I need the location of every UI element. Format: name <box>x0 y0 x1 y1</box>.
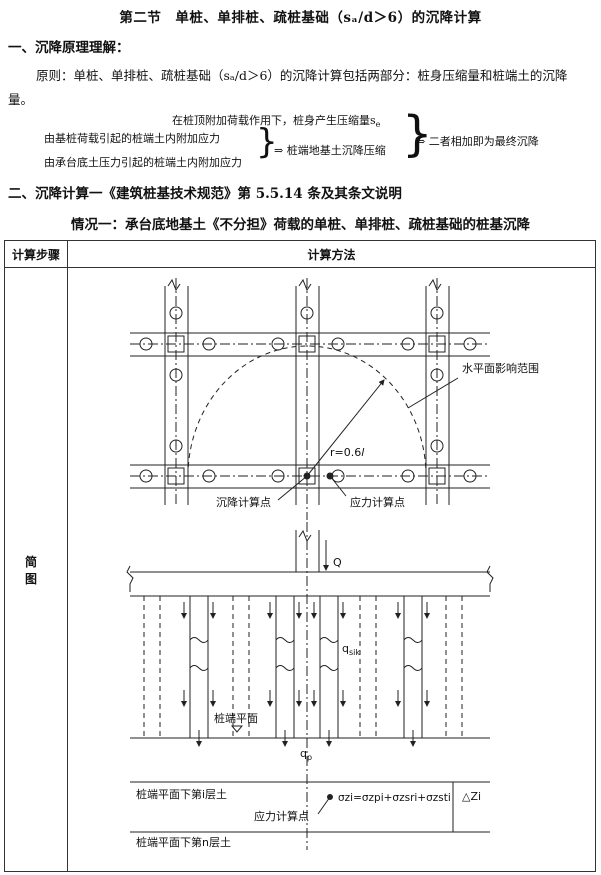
label-stress-point-2: 应力计算点 <box>254 809 309 823</box>
heading-calculation: 二、沉降计算一《建筑桩基技术规范》第 5.5.14 条及其条文说明 <box>8 186 402 202</box>
principle-mid-result: ⇒ 桩端地基土沉降压缩 <box>274 144 386 157</box>
header-step: 计算步骤 <box>4 240 68 268</box>
label-settlement-point: 沉降计算点 <box>216 495 271 509</box>
principle-pile-line: 由基桩荷载引起的桩端土内附加应力 <box>44 132 220 145</box>
piles <box>189 595 423 739</box>
label-influence-range: 水平面影响范围 <box>462 361 539 375</box>
label-radius: r=0.6l <box>330 446 364 459</box>
case-title: 情况一：承台底地基土《不分担》荷载的单桩、单排桩、疏桩基础的桩基沉降 <box>71 217 530 233</box>
section-view <box>126 522 494 850</box>
calculation-table: 计算步骤 计算方法 简 图 <box>4 240 596 872</box>
label-delta-z: △Zi <box>462 790 481 803</box>
label-layer-i: 桩端平面下第i层土 <box>136 787 227 801</box>
heading-principle: 一、沉降原理理解： <box>8 40 130 56</box>
label-sigma-formula: σzi=σzpi+σzsri+σzsti <box>338 792 451 804</box>
principle-final-result: ⇒ 二者相加即为最终沉降 <box>416 135 539 148</box>
label-pile-tip-plane: 桩端平面 <box>214 711 258 725</box>
diagram-cell <box>67 267 596 872</box>
label-layer-n: 桩端平面下第n层土 <box>136 835 231 849</box>
label-q-tip: qp <box>300 747 312 762</box>
section-title: 第二节 单桩、单排桩、疏桩基础（sₐ/d＞6）的沉降计算 <box>119 10 482 26</box>
principle-paragraph: 原则：单桩、单排桩、疏桩基础（sₐ/d＞6）的沉降计算包括两部分：桩身压缩量和桩… <box>8 68 568 107</box>
row-label-diagram: 简 图 <box>4 267 68 872</box>
principle-top-line: 在桩顶附加荷载作用下，桩身产生压缩量se <box>172 114 381 130</box>
label-stress-point: 应力计算点 <box>350 495 405 509</box>
brace-inner: } <box>256 122 278 162</box>
principle-cap-line: 由承台底土压力引起的桩端土内附加应力 <box>44 156 242 169</box>
brace-outer: } <box>402 106 433 162</box>
plan-view <box>130 278 490 520</box>
label-load-q: Q <box>333 556 342 569</box>
label-q-side: qsik <box>342 642 360 657</box>
